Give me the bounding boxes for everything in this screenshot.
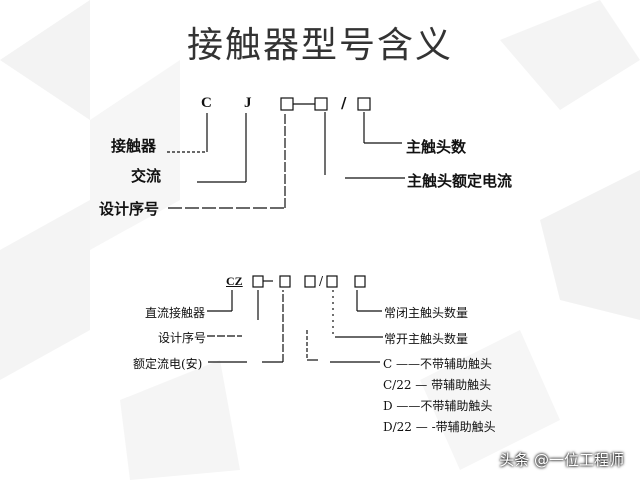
label-nc-contacts: 常闭主触头数量 (384, 306, 469, 320)
code-letter-c: C (201, 95, 212, 111)
page-title: 接触器型号含义 (186, 25, 453, 66)
code-letter-j: J (244, 95, 252, 111)
option-d: D ——不带辅助触头 (383, 399, 493, 413)
option-c: C ——不带辅助触头 (383, 357, 492, 371)
label-design-no: 设计序号 (99, 200, 160, 218)
label-no-contacts: 常开主触头数量 (384, 332, 469, 346)
watermark: 头条 @一位工程师 (499, 451, 624, 469)
option-c22: C/22 — 带辅助触头 (383, 378, 492, 392)
label-design-no-2: 设计序号 (158, 331, 207, 345)
label-contactor: 接触器 (111, 137, 157, 155)
option-d22: D/22 — -带辅助触头 (383, 420, 496, 434)
label-rated-current-2: 额定流电(安) (133, 357, 203, 371)
label-dc-contactor: 直流接触器 (145, 306, 206, 320)
label-ac: 交流 (131, 167, 162, 185)
slash: / (319, 274, 324, 288)
slash: / (341, 94, 347, 112)
label-main-contacts: 主触头数 (406, 138, 467, 156)
label-rated-current: 主触头额定电流 (407, 172, 513, 190)
code-cz: CZ (226, 274, 243, 288)
